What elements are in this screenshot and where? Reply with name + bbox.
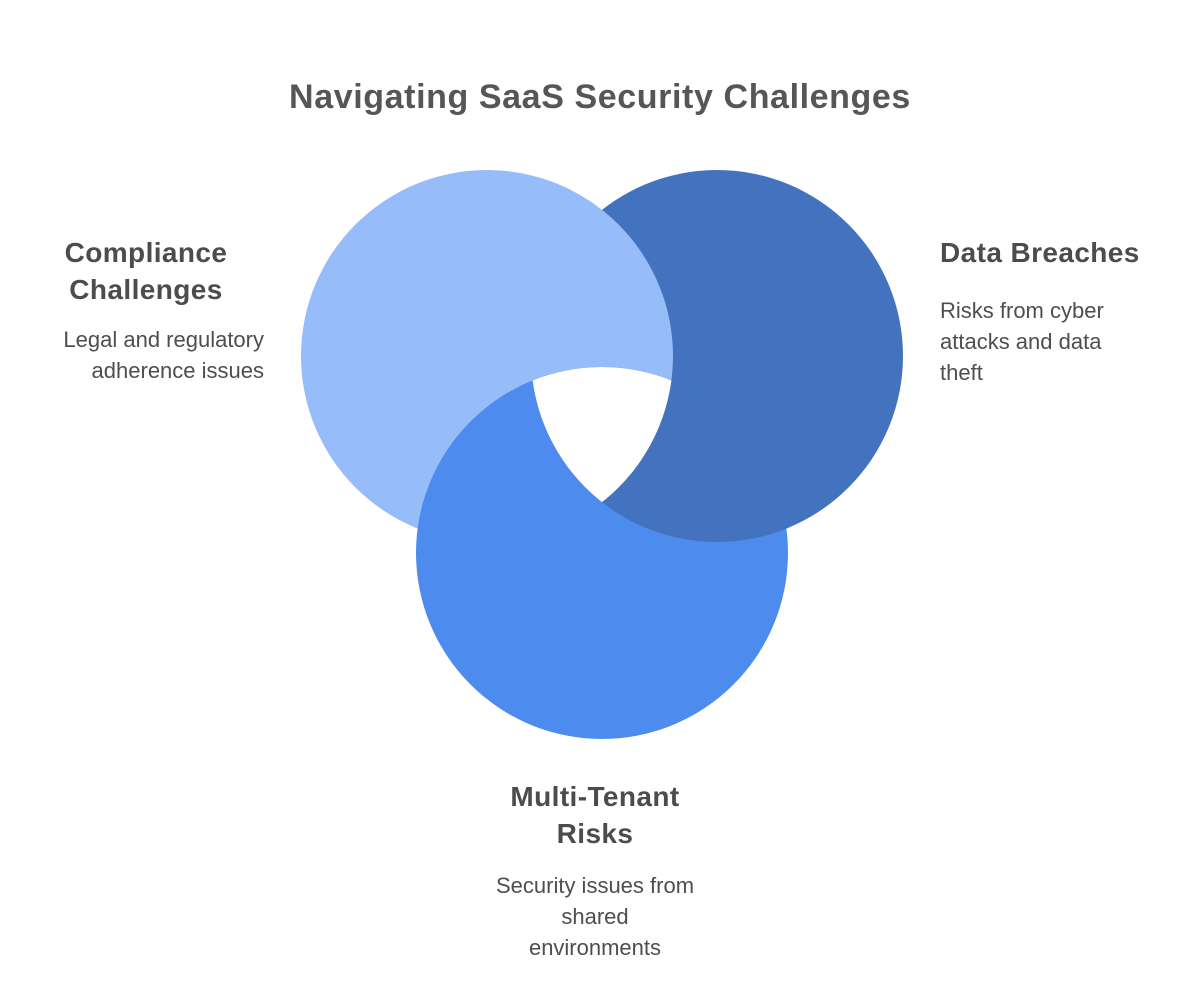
overlap-breaches-over-multitenant xyxy=(531,367,788,542)
compliance-description: Legal and regulatory adherence issues xyxy=(63,327,264,383)
data-breaches-description: Risks from cyber attacks and data theft xyxy=(940,298,1104,385)
data-breaches-heading: Data Breaches xyxy=(940,237,1140,268)
multi-tenant-heading: Multi-Tenant Risks xyxy=(510,781,680,849)
multi-tenant-description: Security issues from shared environments xyxy=(495,873,695,960)
page-title: Navigating SaaS Security Challenges xyxy=(289,78,911,116)
label-compliance-challenges: Compliance Challenges Legal and regulato… xyxy=(28,234,264,386)
compliance-heading: Compliance Challenges xyxy=(64,237,228,305)
label-data-breaches: Data Breaches Risks from cyber attacks a… xyxy=(940,234,1180,388)
label-multi-tenant-risks: Multi-Tenant Risks Security issues from … xyxy=(415,778,775,963)
